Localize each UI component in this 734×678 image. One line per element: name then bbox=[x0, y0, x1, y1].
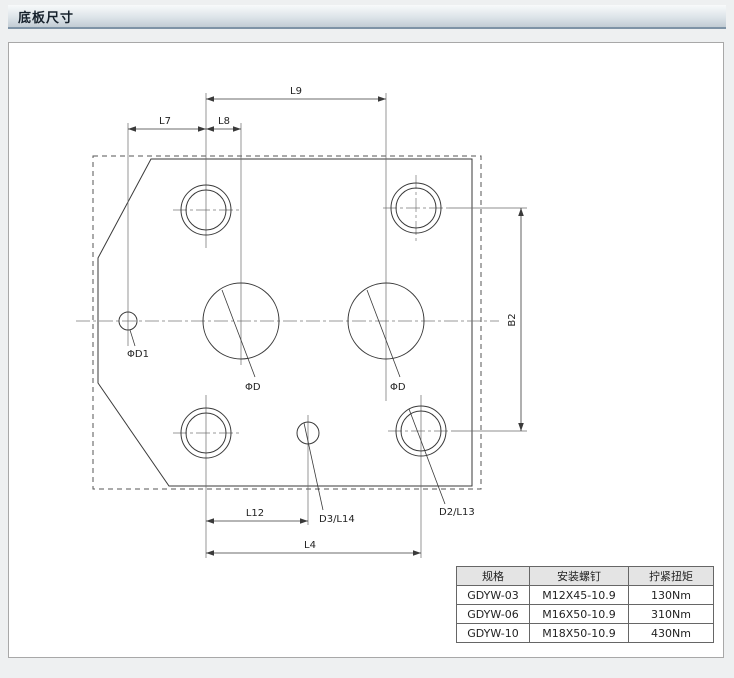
cell-torque: 130Nm bbox=[628, 585, 714, 605]
cell-screw: M18X50-10.9 bbox=[529, 623, 629, 643]
mounting-hole-bottom-right-inner bbox=[400, 410, 442, 452]
cell-spec: GDYW-03 bbox=[456, 585, 530, 605]
mounting-hole-bottom-left-outer bbox=[180, 407, 232, 459]
small-port-left bbox=[118, 311, 138, 331]
mounting-hole-top-left-inner bbox=[185, 189, 227, 231]
dim-label-l4: L4 bbox=[304, 540, 316, 551]
col-header-torque: 拧紧扭矩 bbox=[628, 566, 714, 586]
mounting-hole-top-right-outer bbox=[390, 182, 442, 234]
drawing-panel: L9 L7 L8 B2 L12 L4 ΦD ΦD ΦD1 bbox=[8, 42, 724, 658]
small-port-bottom-center bbox=[296, 421, 320, 445]
dim-label-l12: L12 bbox=[246, 508, 264, 519]
centerlines bbox=[76, 175, 499, 434]
dim-label-l7: L7 bbox=[159, 116, 171, 127]
leader-labels: ΦD ΦD ΦD1 D3/L14 D2/L13 bbox=[127, 289, 475, 525]
port-circle-left bbox=[202, 282, 280, 360]
label-phi-d1: ΦD1 bbox=[127, 349, 149, 360]
col-header-screw: 安装螺钉 bbox=[529, 566, 629, 586]
label-phi-d-right: ΦD bbox=[390, 382, 406, 393]
mounting-hole-top-right-inner bbox=[395, 187, 437, 229]
label-phi-d-left: ΦD bbox=[245, 382, 261, 393]
base-plate-drawing: L9 L7 L8 B2 L12 L4 ΦD ΦD ΦD1 bbox=[76, 86, 527, 558]
mounting-hole-bottom-left-inner bbox=[185, 412, 227, 454]
dim-label-b2: B2 bbox=[507, 313, 518, 326]
cell-torque: 430Nm bbox=[628, 623, 714, 643]
cell-spec: GDYW-06 bbox=[456, 604, 530, 624]
dim-label-l9: L9 bbox=[290, 86, 302, 97]
table-header-row: 规格 安装螺钉 拧紧扭矩 bbox=[456, 566, 714, 586]
label-d2-l13: D2/L13 bbox=[439, 507, 475, 518]
cell-screw: M16X50-10.9 bbox=[529, 604, 629, 624]
spec-table: 规格 安装螺钉 拧紧扭矩 GDYW-03 M12X45-10.9 130Nm G… bbox=[456, 566, 714, 643]
section-header-bar: 底板尺寸 bbox=[8, 5, 726, 29]
dim-label-l8: L8 bbox=[218, 116, 230, 127]
mounting-hole-bottom-right-outer bbox=[395, 405, 447, 457]
dimensions: L9 L7 L8 B2 L12 L4 bbox=[128, 86, 524, 556]
plate-outline bbox=[92, 155, 482, 490]
extension-lines bbox=[127, 93, 527, 558]
cell-spec: GDYW-10 bbox=[456, 623, 530, 643]
port-circle-right bbox=[347, 282, 425, 360]
cell-torque: 310Nm bbox=[628, 604, 714, 624]
plate-dashed-outline bbox=[92, 155, 482, 490]
label-d3-l14: D3/L14 bbox=[319, 514, 355, 525]
page-title: 底板尺寸 bbox=[18, 10, 75, 26]
table-row: GDYW-06 M16X50-10.9 310Nm bbox=[456, 604, 714, 624]
table-row: GDYW-10 M18X50-10.9 430Nm bbox=[456, 623, 714, 643]
holes bbox=[118, 182, 447, 459]
mounting-hole-top-left-outer bbox=[180, 184, 232, 236]
cell-screw: M12X45-10.9 bbox=[529, 585, 629, 605]
plate-chamfered-outline bbox=[97, 158, 473, 487]
col-header-spec: 规格 bbox=[456, 566, 530, 586]
table-row: GDYW-03 M12X45-10.9 130Nm bbox=[456, 585, 714, 605]
